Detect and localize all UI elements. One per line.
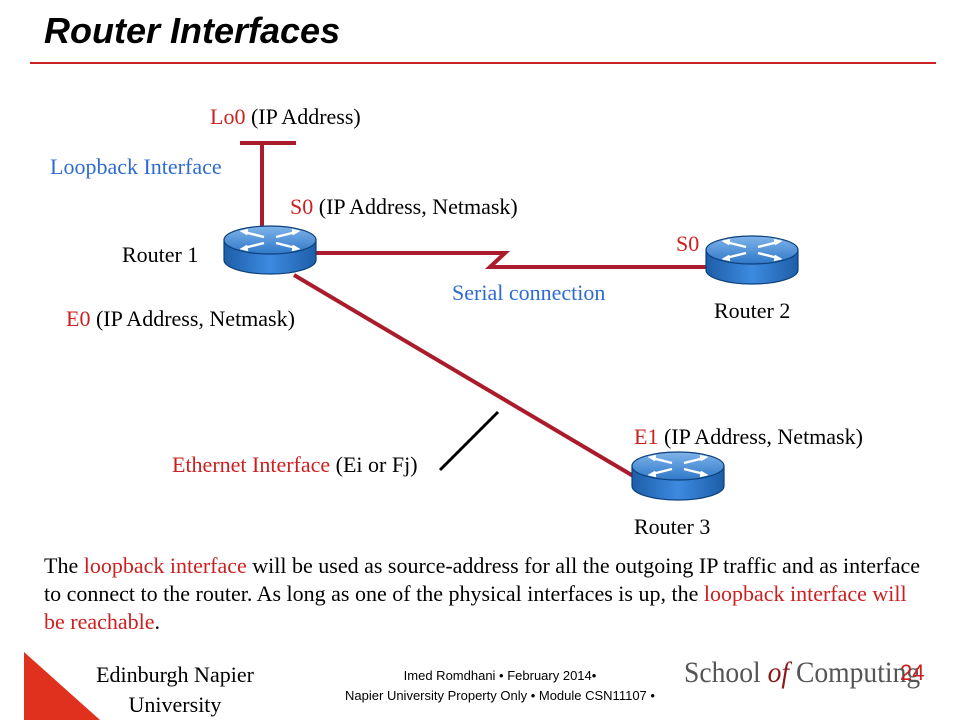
ethernet-pointer-arrow (438, 410, 500, 472)
e1-label: E1 (IP Address, Netmask) (634, 424, 863, 450)
serial-connection-label: Serial connection (452, 280, 606, 305)
e0-interface-name: E0 (66, 306, 91, 331)
ethernet-interface-label: Ethernet Interface (Ei or Fj) (172, 452, 418, 478)
body-text-segment: will be used as source-address for all t… (44, 553, 920, 606)
s0-router1-label: S0 (IP Address, Netmask) (290, 194, 518, 220)
body-highlight: loopback interface will be reachable (44, 581, 907, 634)
footer-organization: Edinburgh Napier University (96, 662, 254, 717)
title-divider (30, 62, 936, 64)
lo0-interface-name: Lo0 (210, 104, 246, 129)
s0-interface-detail: (IP Address, Netmask) (313, 194, 518, 219)
router2-label: Router 2 (714, 298, 791, 323)
router1-label: Router 1 (122, 242, 199, 267)
body-text-segment: The (44, 553, 84, 578)
lo0-interface-detail: (IP Address) (245, 104, 361, 129)
e1-interface-detail: (IP Address, Netmask) (658, 424, 863, 449)
footer-meta: Imed Romdhani • February 2014• Napier Un… (240, 666, 760, 706)
serial-link (316, 251, 710, 269)
body-text-segment: . (154, 609, 161, 634)
footer-author-date: Imed Romdhani • February 2014• (403, 668, 597, 683)
ethernet-interface-detail: (Ei or Fj) (330, 452, 418, 477)
s0-interface-name: S0 (290, 194, 314, 219)
body-paragraph: The loopback interface will be used as s… (44, 552, 924, 636)
slide-title: Router Interfaces (44, 10, 341, 51)
ethernet-interface-name: Ethernet Interface (172, 452, 331, 477)
router-icon[interactable] (630, 450, 726, 502)
logo-of-text: of (767, 656, 790, 689)
logo-computing-text: Computing (789, 656, 921, 689)
ethernet-link (292, 273, 642, 482)
router3-label: Router 3 (634, 514, 711, 539)
loopback-interface-label: Loopback Interface (50, 154, 222, 179)
router-icon[interactable] (222, 224, 318, 276)
body-highlight: loopback interface (83, 553, 247, 578)
page-number: 24 (900, 660, 925, 685)
s0-router2-label: S0 (676, 231, 700, 256)
loopback-link (240, 141, 296, 232)
footer-module: Napier University Property Only • Module… (345, 688, 655, 703)
e0-interface-detail: (IP Address, Netmask) (90, 306, 295, 331)
logo-school-text: School (684, 656, 768, 689)
footer-triangle-graphic (24, 652, 100, 720)
e0-label: E0 (IP Address, Netmask) (66, 306, 295, 332)
e1-interface-name: E1 (634, 424, 659, 449)
school-of-computing-logo: School of Computing (684, 656, 920, 690)
router-icon[interactable] (704, 234, 800, 286)
lo0-label: Lo0 (IP Address) (210, 104, 361, 130)
